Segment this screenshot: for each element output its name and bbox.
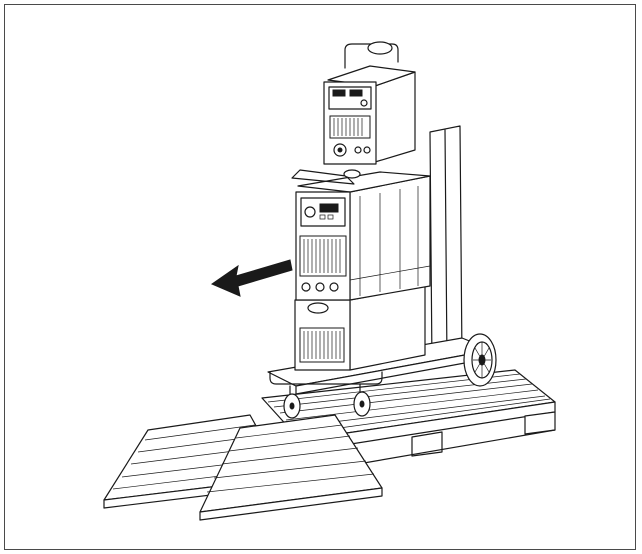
control-knob-icon xyxy=(304,206,316,218)
rear-wheel xyxy=(463,333,497,387)
pallet-block-mid xyxy=(411,431,443,457)
cooling-unit xyxy=(294,285,426,371)
coolant-cap-icon xyxy=(307,302,329,314)
wire-feeder-side xyxy=(374,71,416,163)
wire-feeder xyxy=(323,41,416,179)
front-caster-right xyxy=(353,383,371,417)
feeder-display-icon xyxy=(332,89,346,97)
arrow-left-icon xyxy=(210,259,293,297)
front-caster-left xyxy=(283,385,301,419)
connector-icon xyxy=(301,282,311,292)
display-icon xyxy=(319,203,339,213)
power-source xyxy=(291,169,431,301)
ramp-right xyxy=(199,414,383,521)
